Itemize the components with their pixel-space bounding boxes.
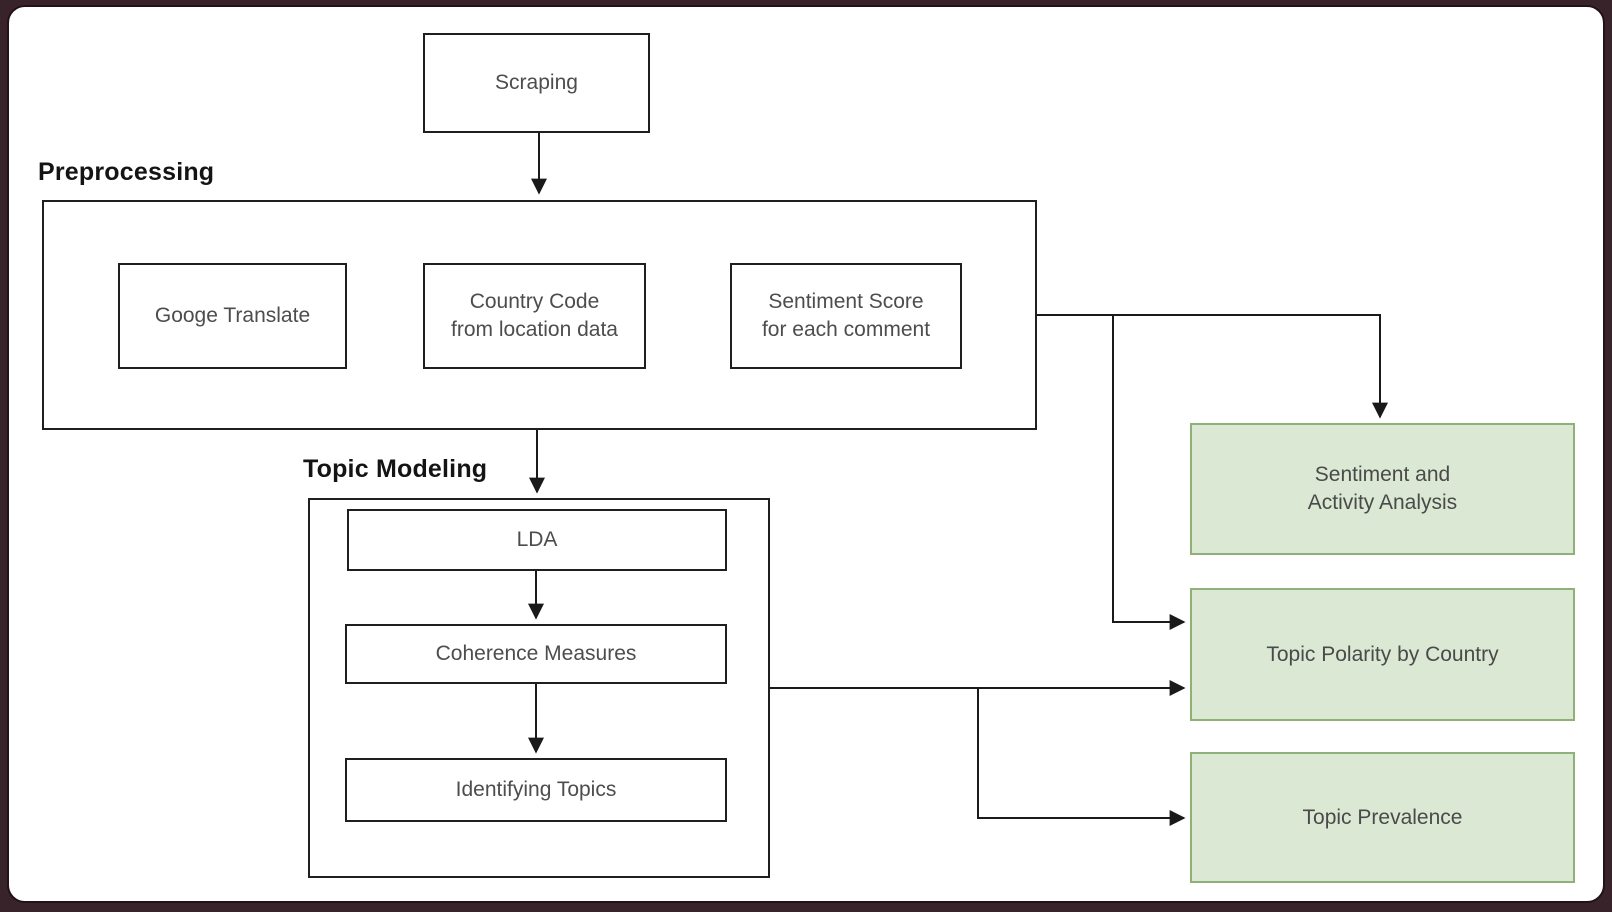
node-scraping-label: Scraping [495, 71, 578, 95]
node-country-code: Country Code from location data [423, 263, 646, 369]
node-coherence-measures-label: Coherence Measures [435, 642, 637, 666]
node-google-translate-label: Googe Translate [154, 304, 311, 328]
node-identifying-topics: Identifying Topics [345, 758, 727, 822]
node-topic-polarity-by-country: Topic Polarity by Country [1190, 588, 1575, 721]
node-google-translate: Googe Translate [118, 263, 347, 369]
node-country-code-label: Country Code from location data [451, 290, 618, 341]
preprocessing-section-label: Preprocessing [38, 158, 215, 186]
topic-modeling-container [308, 498, 770, 878]
node-coherence-measures: Coherence Measures [345, 624, 727, 684]
node-sentiment-score: Sentiment Score for each comment [730, 263, 962, 369]
node-identifying-topics-label: Identifying Topics [455, 778, 617, 802]
node-lda-label: LDA [516, 528, 558, 552]
topic-modeling-section-label: Topic Modeling [303, 455, 488, 483]
node-lda: LDA [347, 509, 727, 571]
node-sentiment-activity-analysis-label: Sentiment and Activity Analysis [1307, 463, 1458, 514]
preprocessing-container [42, 200, 1037, 430]
node-topic-prevalence-label: Topic Prevalence [1302, 805, 1463, 829]
node-topic-prevalence: Topic Prevalence [1190, 752, 1575, 883]
node-topic-polarity-by-country-label: Topic Polarity by Country [1266, 642, 1499, 666]
node-sentiment-activity-analysis: Sentiment and Activity Analysis [1190, 423, 1575, 555]
node-scraping: Scraping [423, 33, 650, 133]
node-sentiment-score-label: Sentiment Score for each comment [761, 290, 931, 341]
